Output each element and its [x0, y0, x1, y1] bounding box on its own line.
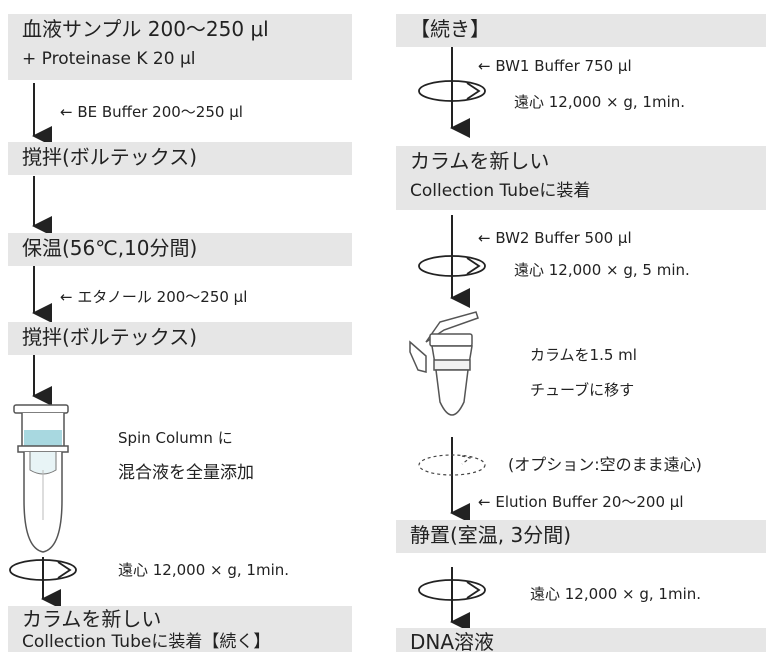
left-add-be-buffer: ← BE Buffer 200〜250 μl: [60, 103, 243, 121]
left-centrifuge-label: 遠心 12,000 × g, 1min.: [118, 561, 290, 579]
right-spin-icon-1: [418, 80, 486, 102]
left-flow-lines: [32, 83, 61, 609]
right-centrifuge-label-2: 遠心 12,000 × g, 5 min.: [514, 261, 690, 279]
right-step-dna-solution: DNA溶液: [396, 628, 766, 654]
right-spin-icon-optional: [418, 454, 486, 476]
right-step-new-collection-tube: カラムを新しい Collection Tubeに装着: [396, 146, 766, 210]
left-step-new-collection-tube-line2: Collection Tubeに装着【続く】: [22, 632, 271, 652]
right-step-continued: 【続き】: [396, 14, 766, 47]
right-spin-icon-2: [418, 255, 486, 277]
microtube-icon: [409, 311, 479, 416]
right-step-new-collection-tube-line2: Collection Tubeに装着: [410, 181, 591, 201]
right-centrifuge-label-3: 遠心 12,000 × g, 1min.: [530, 585, 702, 603]
right-step-new-collection-tube-line1: カラムを新しい: [410, 149, 550, 173]
spin-column-tube-icon: [13, 404, 69, 553]
right-centrifuge-label-1: 遠心 12,000 × g, 1min.: [514, 93, 686, 111]
right-option-label: (オプション:空のまま遠心): [508, 455, 702, 474]
right-transfer-label-2: チューブに移す: [530, 381, 635, 399]
right-add-bw2-buffer: ← BW2 Buffer 500 μl: [478, 229, 632, 247]
right-transfer-label-1: カラムを1.5 ml: [530, 346, 637, 364]
left-step-blood-sample-line1: 血液サンプル 200〜250 μl: [22, 17, 269, 41]
left-step-vortex-1: 撹拌(ボルテックス): [8, 142, 352, 175]
left-step-incubate: 保温(56℃,10分間): [8, 233, 352, 266]
right-add-bw1-buffer: ← BW1 Buffer 750 μl: [478, 57, 632, 75]
left-step-new-collection-tube: カラムを新しい Collection Tubeに装着【続く】: [8, 606, 352, 652]
left-step-vortex-2: 撹拌(ボルテックス): [8, 322, 352, 355]
left-spin-icon: [9, 559, 77, 581]
left-step-new-collection-tube-line1: カラムを新しい: [22, 607, 162, 631]
left-step-blood-sample: 血液サンプル 200〜250 μl + Proteinase K 20 μl: [8, 14, 352, 80]
left-spin-column-label-2: 混合液を全量添加: [118, 463, 254, 483]
right-spin-icon-3: [418, 579, 486, 601]
left-add-ethanol: ← エタノール 200〜250 μl: [60, 288, 248, 306]
right-step-stand: 静置(室温, 3分間): [396, 520, 766, 553]
left-step-blood-sample-line2: + Proteinase K 20 μl: [22, 49, 196, 69]
left-spin-column-label-1: Spin Column に: [118, 429, 233, 447]
right-add-elution-buffer: ← Elution Buffer 20〜200 μl: [478, 493, 684, 511]
